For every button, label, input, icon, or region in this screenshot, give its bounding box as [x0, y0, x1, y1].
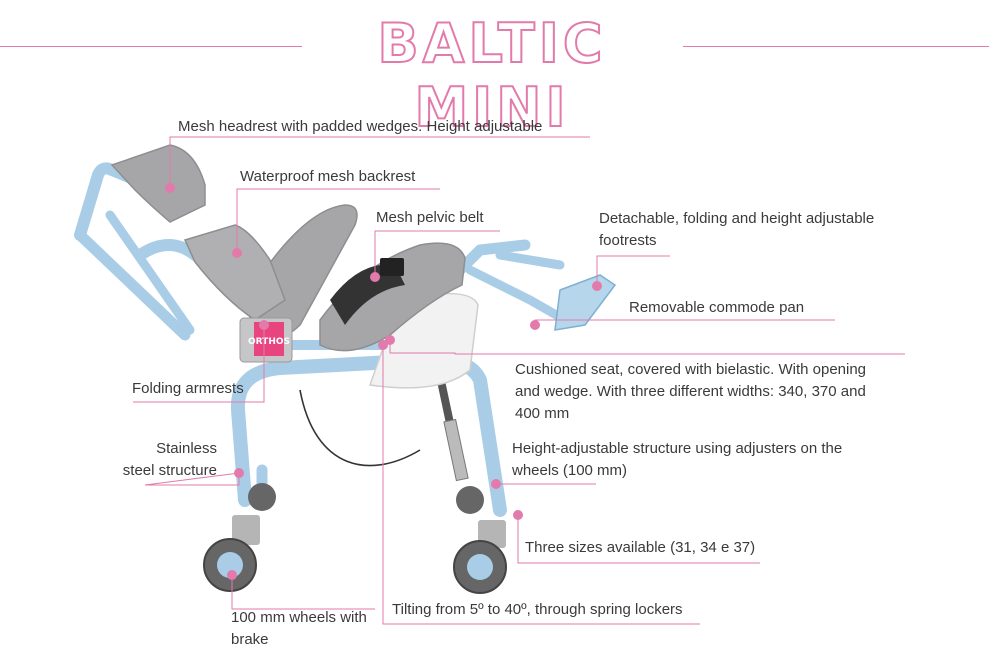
label-footrests-line2: footrests: [599, 232, 657, 249]
footrest-plate-shape: [554, 274, 617, 331]
headrest-shape: [110, 144, 206, 223]
leader-lines: [133, 136, 905, 625]
page-title: BALTIC MINI: [377, 11, 607, 140]
wheels: [203, 483, 507, 594]
label-steel-line1: Stainless: [156, 440, 217, 457]
label-footrests-line1: Detachable, folding and height adjustabl…: [599, 210, 875, 227]
label-pelvic-belt: Mesh pelvic belt: [376, 209, 484, 226]
label-wheels-line2: brake: [231, 631, 269, 648]
callout-dots: [165, 183, 602, 580]
label-armrests: Folding armrests: [132, 380, 244, 397]
brake-cable: [299, 389, 421, 467]
label-seat-line3: 400 mm: [515, 405, 570, 422]
label-steel-line2: steel structure: [122, 462, 217, 479]
label-tilting: Tilting from 5º to 40º, through spring l…: [392, 601, 683, 618]
label-backrest: Waterproof mesh backrest: [240, 168, 416, 185]
belt-buckle-shape: [380, 258, 404, 276]
label-sizes: Three sizes available (31, 34 e 37): [525, 539, 756, 556]
label-seat-line1: Cushioned seat, covered with bielastic. …: [515, 361, 867, 378]
label-wheels-line1: 100 mm wheels with: [231, 609, 367, 626]
label-commode: Removable commode pan: [629, 299, 805, 316]
pelvic-belt-shape: [330, 264, 405, 325]
header-rule-right: [683, 46, 989, 47]
orthos-logo-text: ORTHOS: [248, 337, 290, 347]
label-height-line2: wheels (100 mm): [512, 462, 628, 479]
lower-back-shape: [183, 224, 286, 321]
header-rule-left: [0, 46, 302, 47]
label-height-line1: Height-adjustable structure using adjust…: [512, 440, 843, 457]
orthos-logo: [254, 322, 284, 356]
label-seat-line2: and wedge. With three different widths: …: [515, 383, 866, 400]
label-headrest: Mesh headrest with padded wedges. Height…: [178, 118, 543, 135]
